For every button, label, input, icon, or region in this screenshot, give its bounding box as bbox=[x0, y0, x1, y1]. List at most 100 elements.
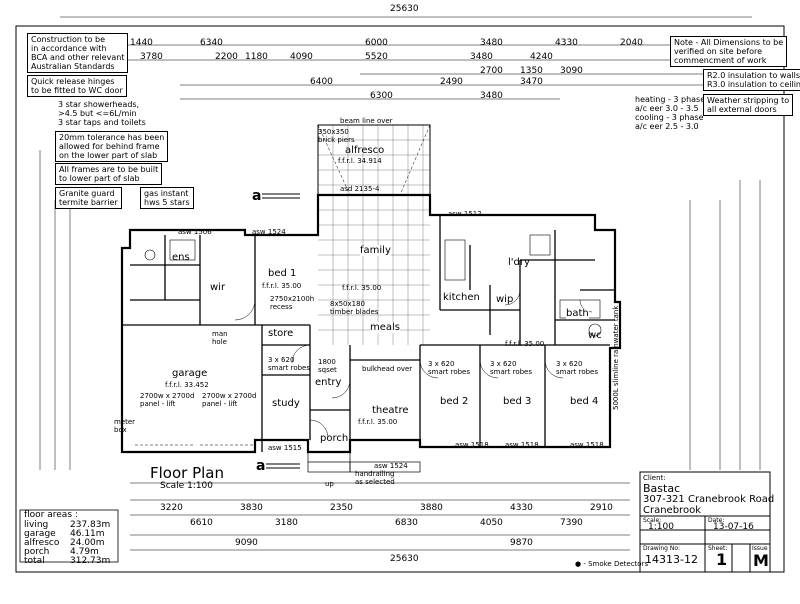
top-dim-6: 2040 bbox=[620, 38, 643, 48]
room-wip: wip bbox=[496, 294, 514, 305]
room-porch: porch bbox=[320, 433, 349, 444]
label-asw-1506: asw 1506 bbox=[178, 228, 212, 236]
bottom-dim-6: 2910 bbox=[590, 503, 613, 513]
bottom-dimension-lines bbox=[130, 482, 630, 551]
label-asw-1512: asw 1512 bbox=[448, 210, 482, 218]
plan-title: Floor Plan bbox=[150, 464, 224, 482]
room-bed1: bed 1 bbox=[268, 268, 297, 279]
room-bed3: bed 3 bbox=[503, 396, 532, 407]
top-dim-8: 2200 bbox=[215, 52, 238, 62]
note-tolerance: 20mm tolerance has been allowed for behi… bbox=[55, 131, 169, 162]
porch-steps bbox=[307, 451, 421, 473]
area-living-label: living bbox=[24, 520, 49, 530]
label-smart-robes-2: 3 x 620 smart robes bbox=[428, 360, 471, 376]
plan-scale: Scale 1:100 bbox=[160, 481, 214, 491]
top-dim-12: 3480 bbox=[470, 52, 493, 62]
date-label: Date: bbox=[708, 517, 725, 524]
top-dim-15: 1350 bbox=[520, 66, 543, 76]
bottom-dim-5: 4330 bbox=[510, 503, 533, 513]
top-overall-dim: 25630 bbox=[390, 4, 419, 14]
room-bed1-ffrl: f.f.r.l. 35.00 bbox=[262, 282, 302, 290]
top-dim-14: 2700 bbox=[480, 66, 503, 76]
top-dim-3: 6000 bbox=[365, 38, 388, 48]
note-granite: Granite guard termite barrier bbox=[55, 187, 122, 209]
room-kitchen: kitchen bbox=[443, 292, 480, 303]
room-entry: entry bbox=[315, 377, 342, 388]
note-heating: heating - 3 phase a/c eer 3.0 - 3.5 cool… bbox=[632, 94, 709, 132]
room-store: store bbox=[268, 328, 294, 339]
section-markers: a a bbox=[252, 188, 300, 474]
bottom-dim-9: 6830 bbox=[395, 518, 418, 528]
bottom-dim-8: 3180 bbox=[275, 518, 298, 528]
bottom-dim-1: 3220 bbox=[160, 503, 183, 513]
top-dim-21: 3480 bbox=[480, 91, 503, 101]
bottom-dim-12: 9090 bbox=[235, 538, 258, 548]
floor-areas-header: floor areas : bbox=[24, 510, 78, 520]
bottom-dim-2: 3830 bbox=[240, 503, 263, 513]
title-block-frame bbox=[639, 471, 771, 573]
label-asw-1515: asw 1515 bbox=[268, 444, 302, 452]
top-dim-10: 4090 bbox=[290, 52, 313, 62]
svg-text:a: a bbox=[256, 458, 265, 474]
bottom-dim-4: 3880 bbox=[420, 503, 443, 513]
client-label: Client: bbox=[643, 474, 666, 482]
sheet-border bbox=[15, 25, 785, 573]
bottom-dim-11: 7390 bbox=[560, 518, 583, 528]
area-porch-value: 4.79m bbox=[70, 547, 99, 557]
top-dim-2: 6340 bbox=[200, 38, 223, 48]
room-wir: wir bbox=[210, 282, 226, 293]
label-slimline-tank: 5000L slimline rainwater tank bbox=[612, 305, 620, 410]
room-theatre-ffrl: f.f.r.l. 35.00 bbox=[358, 418, 398, 426]
top-dim-13: 4240 bbox=[530, 52, 553, 62]
label-up: up bbox=[325, 480, 334, 488]
area-garage-label: garage bbox=[24, 529, 56, 539]
area-alfresco-label: alfresco bbox=[24, 538, 60, 548]
label-smart-robes-3: 3 x 620 smart robes bbox=[490, 360, 533, 376]
area-living-value: 237.83m bbox=[70, 520, 111, 530]
label-handrail: handrailing as selected bbox=[355, 470, 395, 486]
sheet-number: 1 bbox=[716, 550, 728, 569]
top-dim-11: 5520 bbox=[365, 52, 388, 62]
area-total-value: 312.73m bbox=[70, 556, 111, 566]
note-showerheads: 3 star showerheads, >4.5 but <=6L/min 3 … bbox=[55, 99, 149, 128]
label-asw-1518-a: asw 1518 bbox=[455, 441, 489, 449]
side-dimension-lines bbox=[39, 150, 761, 470]
address-line-1: 307-321 Cranebrook Road bbox=[643, 494, 775, 505]
top-dim-19: 3470 bbox=[520, 77, 543, 87]
room-garage: garage bbox=[172, 368, 208, 379]
label-asw-1524: asw 1524 bbox=[252, 228, 286, 236]
floor-areas-frame bbox=[19, 509, 119, 563]
internal-walls bbox=[122, 215, 615, 452]
room-bath: bath bbox=[566, 308, 589, 319]
top-dim-5: 4330 bbox=[555, 38, 578, 48]
address-line-2: Cranebrook bbox=[643, 505, 701, 516]
client-name: Bastac bbox=[643, 482, 681, 495]
issue-label: Issue bbox=[752, 545, 768, 552]
date-value: 13-07-16 bbox=[713, 522, 754, 532]
label-smoke-detectors: ● - Smoke Detectors bbox=[575, 560, 649, 568]
area-porch-label: porch bbox=[24, 547, 50, 557]
top-dim-4: 3480 bbox=[480, 38, 503, 48]
area-total-label: total bbox=[24, 556, 45, 566]
note-insulation: R2.0 insulation to walls R3.0 insulation… bbox=[703, 69, 800, 91]
external-walls bbox=[120, 193, 622, 454]
note-construction: Construction to be in accordance with BC… bbox=[27, 33, 129, 73]
label-panel-1: 2700w x 2700d panel - lift bbox=[140, 392, 195, 408]
issue-value: M bbox=[753, 551, 769, 570]
label-brick-piers: 350x350 brick piers bbox=[318, 128, 355, 144]
room-alfresco-ffrl: f.f.r.l. 34.914 bbox=[338, 157, 382, 165]
note-weather: Weather stripping to all external doors bbox=[703, 94, 794, 116]
room-family: family bbox=[360, 245, 391, 256]
room-alfresco: alfresco bbox=[345, 145, 385, 156]
top-dim-17: 6400 bbox=[310, 77, 333, 87]
top-dim-9: 1180 bbox=[245, 52, 268, 62]
sheet-label: Sheet: bbox=[708, 545, 728, 552]
note-dimensions: Note - All Dimensions to be verified on … bbox=[670, 36, 788, 67]
room-bed4: bed 4 bbox=[570, 396, 599, 407]
room-garage-ffrl: f.f.r.l. 33.452 bbox=[165, 381, 209, 389]
room-bed2: bed 2 bbox=[440, 396, 469, 407]
room-wc: wc bbox=[588, 330, 602, 341]
svg-text:a: a bbox=[252, 188, 261, 204]
top-dim-7: 3780 bbox=[140, 52, 163, 62]
